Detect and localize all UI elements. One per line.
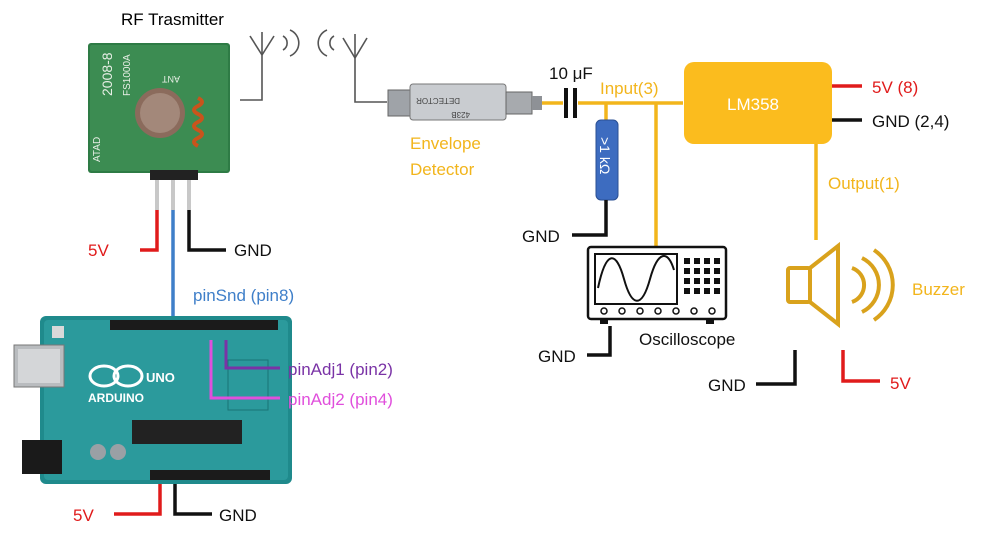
detector-text: DETECTOR xyxy=(416,96,460,105)
buzzer-gnd-wire xyxy=(756,350,797,386)
module-id: FS1000A xyxy=(122,54,133,96)
lm358-gnd-label: GND (2,4) xyxy=(872,112,949,131)
rf-gnd-wire xyxy=(187,210,226,252)
rf-5v-label: 5V xyxy=(88,241,109,260)
receiver-antenna-icon xyxy=(317,29,387,103)
pin-adj1-wire xyxy=(224,340,280,370)
envelope-detector-label-2: Detector xyxy=(410,160,475,179)
detector-id: 423B xyxy=(451,110,470,119)
rf-transmitter-module: 2008-8 FS1000A ANT ATAD xyxy=(88,43,230,210)
input-label: Input(3) xyxy=(600,79,659,98)
pin-adj2-label: pinAdj2 (pin4) xyxy=(288,390,393,409)
resistor-gnd-wire xyxy=(572,200,608,237)
lm358-5v-label: 5V (8) xyxy=(872,78,918,97)
capacitor-icon xyxy=(564,88,577,118)
oscilloscope-gnd-label: GND xyxy=(538,347,576,366)
pin-adj1-label: pinAdj1 (pin2) xyxy=(288,360,393,379)
module-bottom-text: ATAD xyxy=(92,137,103,162)
arduino-gnd-label: GND xyxy=(219,506,257,525)
oscilloscope-label: Oscilloscope xyxy=(639,330,735,349)
oscilloscope-gnd-wire xyxy=(587,326,612,357)
pin-snd-label: pinSnd (pin8) xyxy=(193,286,294,305)
envelope-detector-icon: DETECTOR 423B xyxy=(387,83,542,121)
arduino-uno-board: ARDUINO UNO xyxy=(13,316,292,484)
rf-gnd-label: GND xyxy=(234,241,272,260)
arduino-5v-wire xyxy=(114,484,162,516)
envelope-detector-label-1: Envelope xyxy=(410,134,481,153)
oscilloscope-icon xyxy=(586,245,728,324)
buzzer-5v-wire xyxy=(841,350,880,383)
pin-adj2-wire xyxy=(209,340,280,400)
resistor-label: >1 kΩ xyxy=(597,137,613,174)
rf-transmitter-label: RF Trasmitter xyxy=(121,10,224,29)
resistor-icon: >1 kΩ xyxy=(595,119,619,201)
lm358-chip: LM358 xyxy=(684,62,832,144)
buzzer-5v-label: 5V xyxy=(890,374,911,393)
buzzer-icon xyxy=(786,241,895,329)
lm358-label: LM358 xyxy=(727,95,779,114)
arduino-5v-label: 5V xyxy=(73,506,94,525)
module-text: 2008-8 xyxy=(99,52,115,96)
module-ant: ANT xyxy=(161,74,180,84)
arduino-gnd-wire xyxy=(173,484,212,516)
resistor-gnd-label: GND xyxy=(522,227,560,246)
buzzer-label: Buzzer xyxy=(912,280,965,299)
buzzer-gnd-label: GND xyxy=(708,376,746,395)
arduino-brand: ARDUINO xyxy=(88,391,144,405)
antenna-icon xyxy=(240,29,300,101)
rf-5v-wire xyxy=(140,210,159,252)
arduino-uno-text: UNO xyxy=(146,370,175,385)
capacitor-label: 10 μF xyxy=(549,64,593,83)
output-label: Output(1) xyxy=(828,174,900,193)
